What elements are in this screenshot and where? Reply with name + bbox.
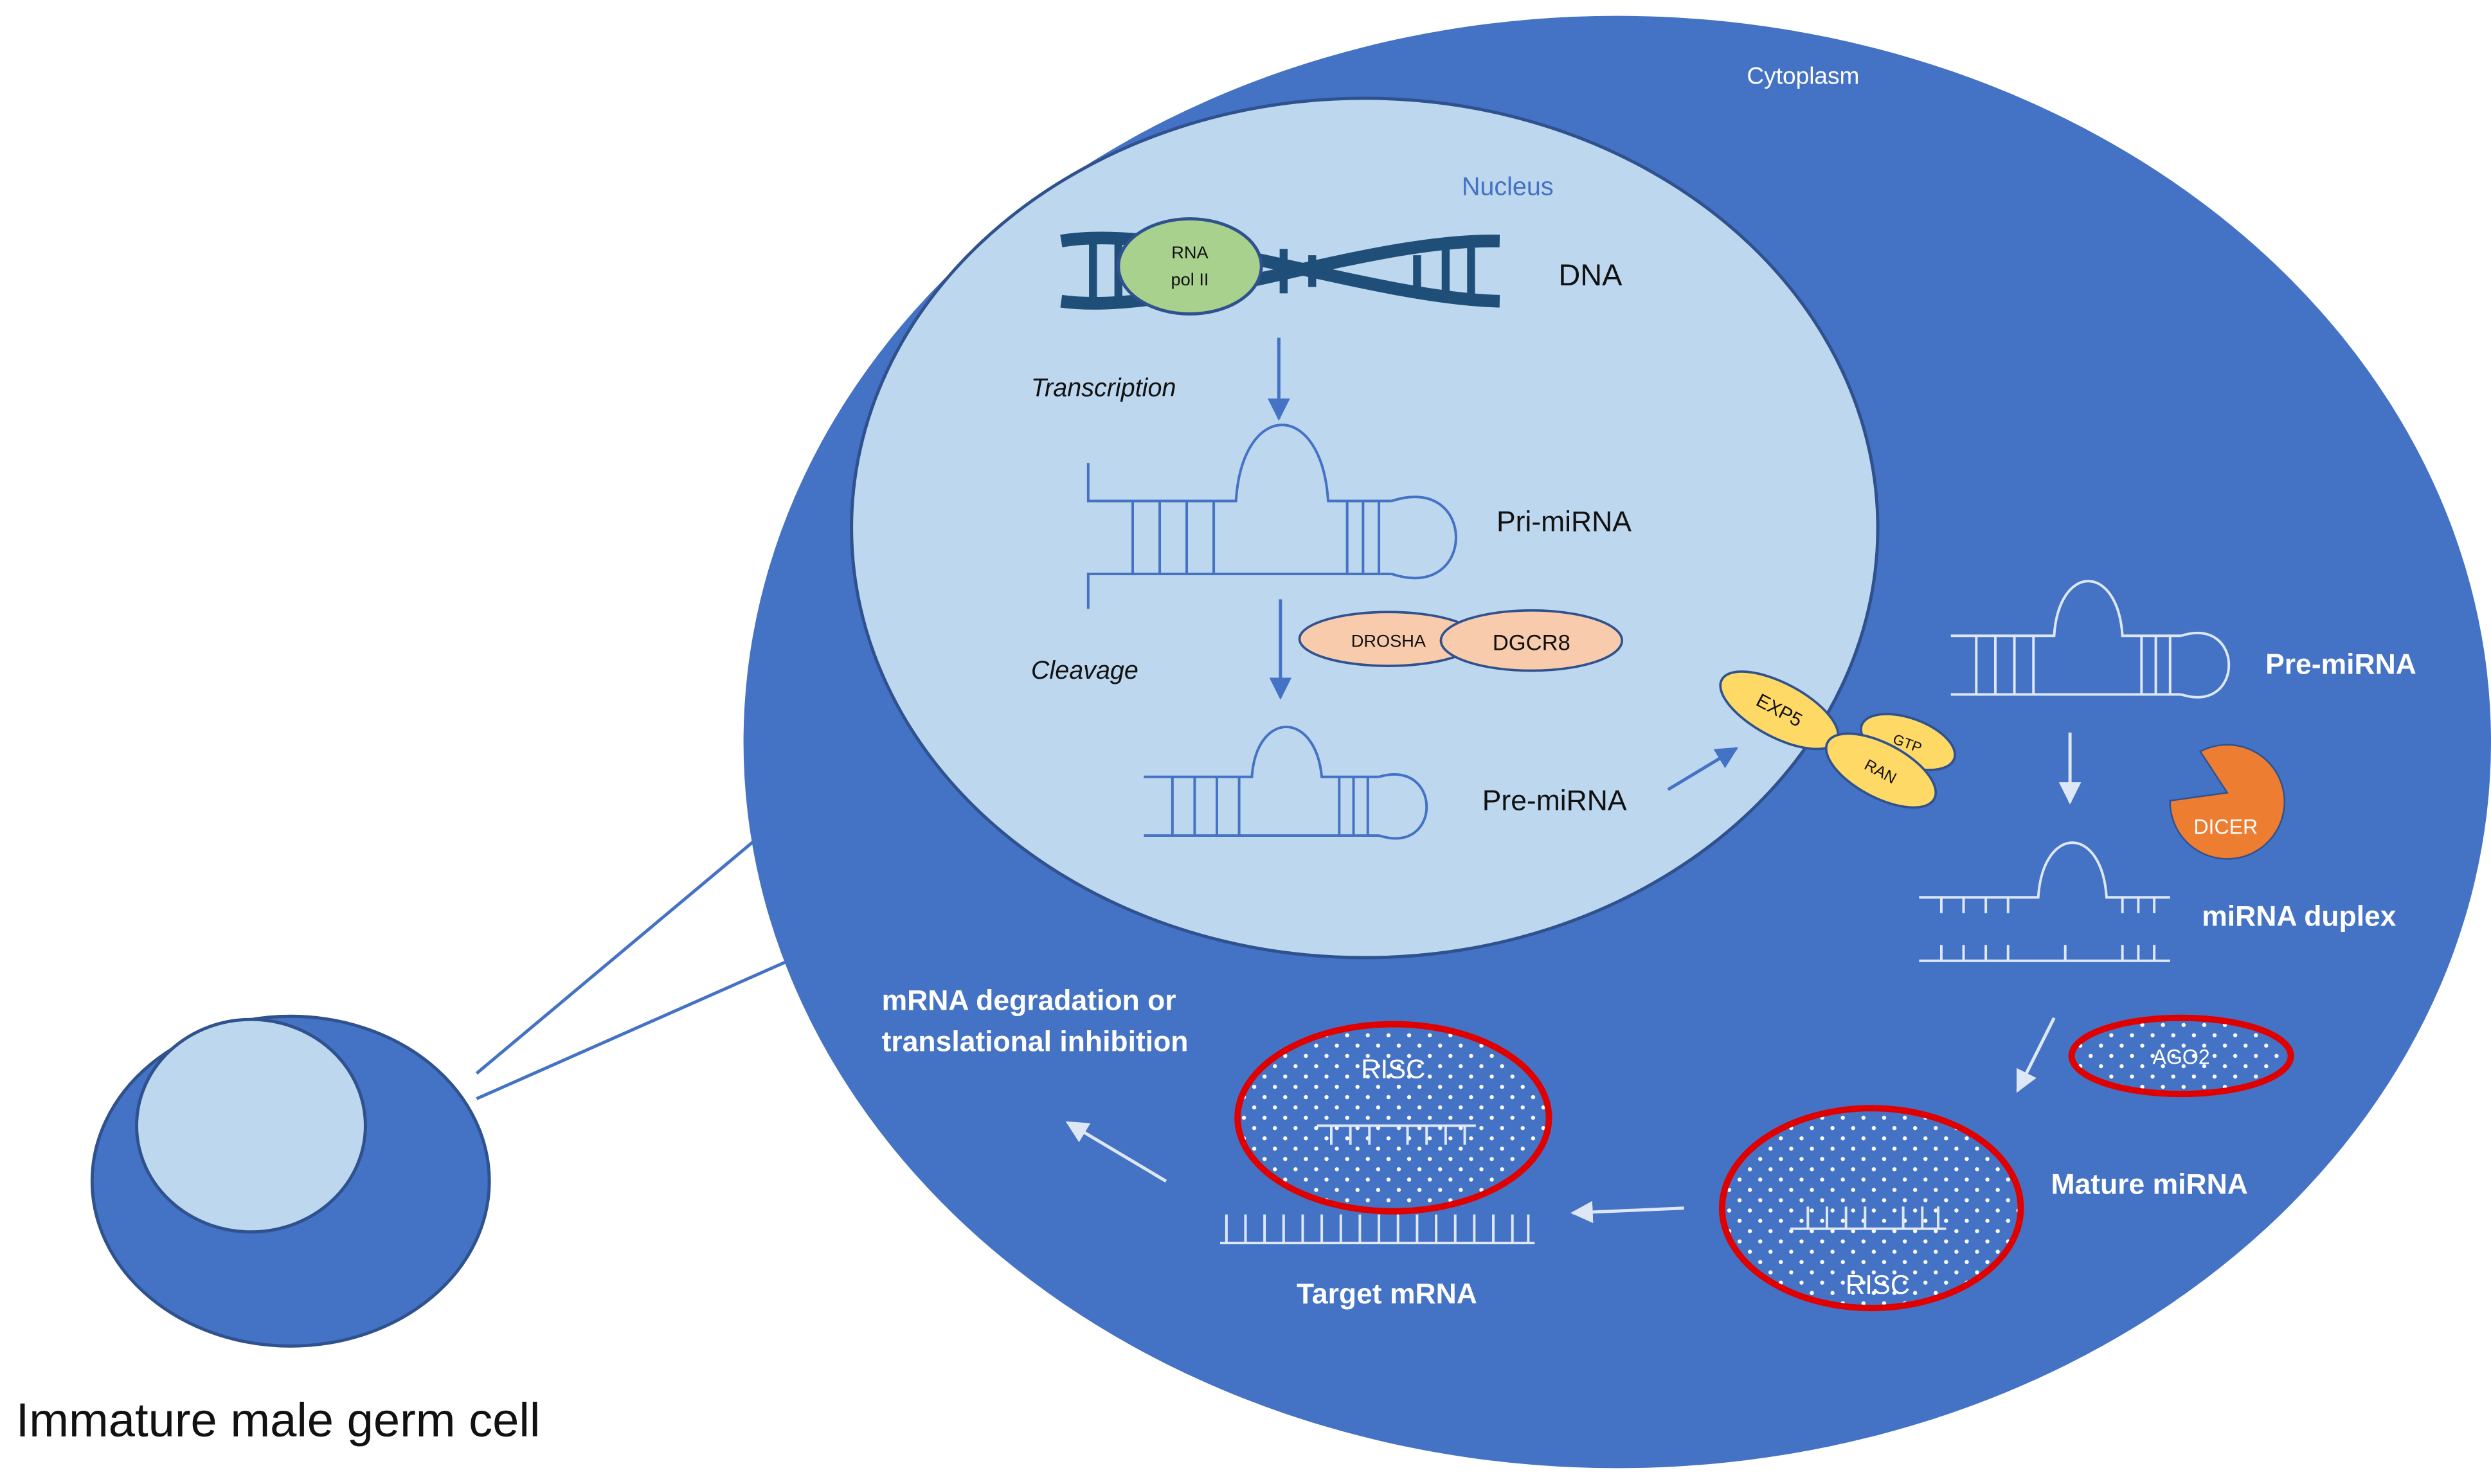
nucleus xyxy=(850,96,1880,960)
dicer xyxy=(2169,744,2285,860)
loading-arrow xyxy=(2016,1017,2056,1093)
transcription-label: Transcription xyxy=(1031,374,1176,402)
pri-mirna-structure xyxy=(1086,424,1457,609)
pre-mirna-structure-nucleus xyxy=(1144,726,1428,840)
dgcr8 xyxy=(1439,609,1624,672)
pri-mirna-label: Pri-miRNA xyxy=(1497,506,1632,537)
rna-pol-label-line1: RNA xyxy=(1171,242,1209,262)
drosha-label: DROSHA xyxy=(1351,631,1426,651)
ago2 xyxy=(2068,1014,2294,1098)
nucleus-label: Nucleus xyxy=(1462,172,1554,201)
exp5-complex: EXP5 GTP RAN xyxy=(1719,670,1956,809)
pre-mirna-nucleus-label: Pre-miRNA xyxy=(1482,785,1627,817)
cytoplasm-label: Cytoplasm xyxy=(1747,62,1859,89)
pre-mirna-structure-cytoplasm xyxy=(1950,580,2231,699)
pre-mirna-cytoplasm-label: Pre-miRNA xyxy=(2265,648,2416,680)
targeting-arrow xyxy=(1570,1201,1684,1224)
target-mrna-structure xyxy=(1219,1214,1535,1245)
cleavage-label: Cleavage xyxy=(1031,656,1138,684)
risc-mature xyxy=(1718,1105,2024,1312)
germ-cell-nucleus xyxy=(135,1017,367,1234)
risc-target-label: RISC xyxy=(1361,1054,1425,1084)
risc-mature-label: RISC xyxy=(1846,1269,1910,1300)
risc-target xyxy=(1234,1021,1552,1215)
dgcr8-label: DGCR8 xyxy=(1493,630,1570,655)
mirna-duplex-label: miRNA duplex xyxy=(2202,901,2397,933)
ran xyxy=(1824,732,1938,809)
dna-label: DNA xyxy=(1558,258,1623,292)
outcome-label-line2: translational inhibition xyxy=(882,1026,1189,1058)
mature-mirna-label: Mature miRNA xyxy=(2051,1169,2247,1201)
germ-cell-small xyxy=(90,1014,491,1348)
zoom-lines xyxy=(475,841,786,1100)
dicer-label: DICER xyxy=(2193,816,2258,839)
outcome-arrow xyxy=(1065,1121,1167,1183)
rna-pol-label-line2: pol II xyxy=(1171,269,1209,289)
export-arrow xyxy=(1667,747,1739,791)
rna-pol-ii xyxy=(1117,217,1263,316)
target-mrna-label: Target mRNA xyxy=(1297,1278,1477,1310)
dna-helix xyxy=(1060,231,1500,310)
ago2-label: AGO2 xyxy=(2152,1045,2209,1068)
mirna-duplex-structure xyxy=(1919,841,2170,962)
cell-title: Immature male germ cell xyxy=(16,1393,541,1447)
outcome-label-line1: mRNA degradation or xyxy=(882,985,1176,1016)
